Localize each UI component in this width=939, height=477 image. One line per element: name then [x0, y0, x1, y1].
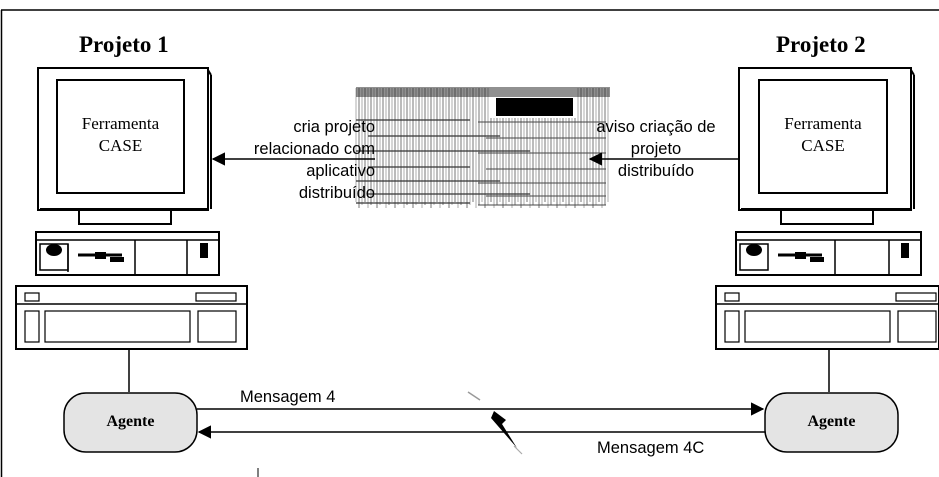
screen-line-ferramenta-left: Ferramenta	[81, 114, 160, 133]
screen-line-ferramenta-right: Ferramenta	[784, 114, 862, 133]
agent-label-right: Agente	[807, 413, 856, 430]
caption-right-line-3: distribuído	[617, 162, 695, 180]
distributed-app-image	[355, 86, 610, 212]
caption-left-line-3: aplicativo	[306, 162, 375, 180]
caption-right-line-2: projeto	[630, 140, 682, 158]
caption-right: aviso criação de projeto distribuído	[572, 116, 740, 182]
monitor-screen-left	[56, 79, 185, 194]
caption-left: cria projeto relacionado com aplicativo …	[215, 116, 375, 204]
agent-label-left: Agente	[106, 413, 155, 430]
computer-left	[15, 67, 248, 392]
agent-box-left	[63, 392, 198, 453]
label-mensagem-4: Mensagem 4	[240, 388, 336, 406]
case-bar	[496, 98, 573, 116]
computer-right	[715, 67, 939, 392]
monitor-stand-right	[780, 209, 874, 225]
screen-line-case-left: CASE	[98, 136, 143, 155]
label-mensagem-4c: Mensagem 4C	[597, 439, 705, 457]
screen-line-case-right: CASE	[801, 136, 845, 155]
agent-box-right	[764, 392, 899, 453]
caption-right-line-1: aviso criação de	[596, 118, 716, 136]
caption-left-line-1: cria projeto	[293, 118, 375, 136]
caption-left-line-4: distribuído	[298, 184, 375, 202]
screen-text-left: Ferramenta CASE	[57, 113, 184, 157]
caption-left-line-2: relacionado com	[253, 140, 375, 158]
title-projeto-1: Projeto 1	[79, 32, 169, 57]
screen-text-right: Ferramenta CASE	[759, 113, 887, 157]
monitor-screen-right	[758, 79, 888, 194]
title-projeto-2: Projeto 2	[776, 32, 866, 57]
frame-border	[0, 9, 939, 477]
arrows	[197, 152, 765, 439]
lightning-bolt-icon	[467, 391, 523, 455]
monitor-stand-left	[78, 209, 172, 225]
